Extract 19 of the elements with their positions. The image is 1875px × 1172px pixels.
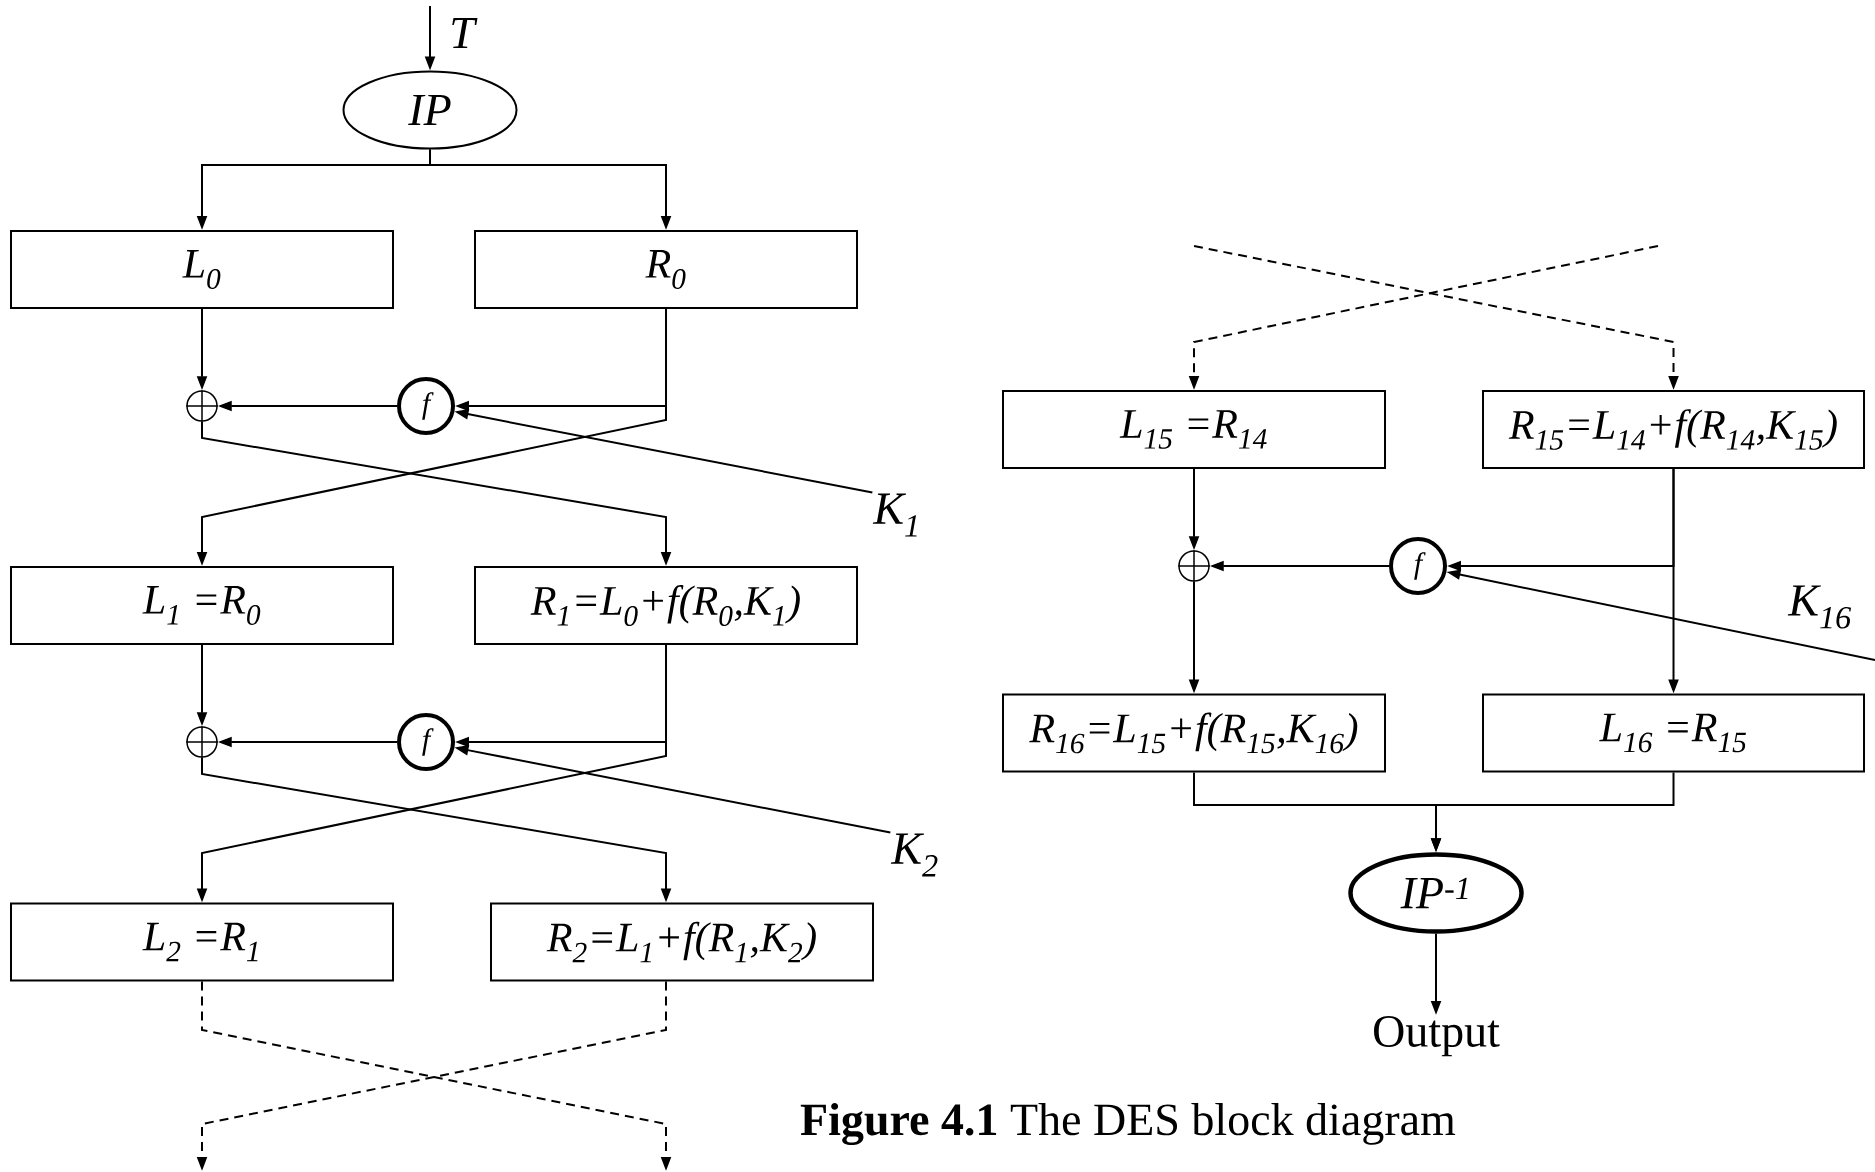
key-label: T xyxy=(452,17,478,49)
key-label: K$_{2}$ xyxy=(890,833,938,877)
xor-symbol xyxy=(1177,549,1211,583)
xor-symbol xyxy=(185,389,219,423)
xor-symbol xyxy=(185,725,219,759)
data-box: L$_{16}$ =R$_{15}$ xyxy=(1482,693,1865,773)
data-box: R$_{1}$=L$_{0}$+f(R$_{0}$,K$_{1}$) xyxy=(474,566,858,645)
data-box: R$_{2}$=L$_{1}$+f(R$_{1}$,K$_{2}$) xyxy=(490,902,874,982)
data-box: L$_{2}$ =R$_{1}$ xyxy=(10,902,394,982)
data-box: L$_{0}$ xyxy=(10,230,394,309)
key-label: K$_{16}$ xyxy=(1787,585,1852,629)
data-box: R$_{15}$=L$_{14}$+f(R$_{14}$,K$_{15}$) xyxy=(1482,390,1865,469)
data-box: L$_{1}$ =R$_{0}$ xyxy=(10,566,394,645)
output-label: Output xyxy=(1374,1016,1500,1057)
figure-caption: Figure 4.1 The DES block diagram xyxy=(800,1102,1456,1146)
data-box: L$_{15}$ =R$_{14}$ xyxy=(1002,390,1386,469)
key-label: K$_{1}$ xyxy=(872,493,917,537)
data-box: R$_{0}$ xyxy=(474,230,858,309)
data-box: R$_{16}$=L$_{15}$+f(R$_{15}$,K$_{16}$) xyxy=(1002,693,1386,773)
